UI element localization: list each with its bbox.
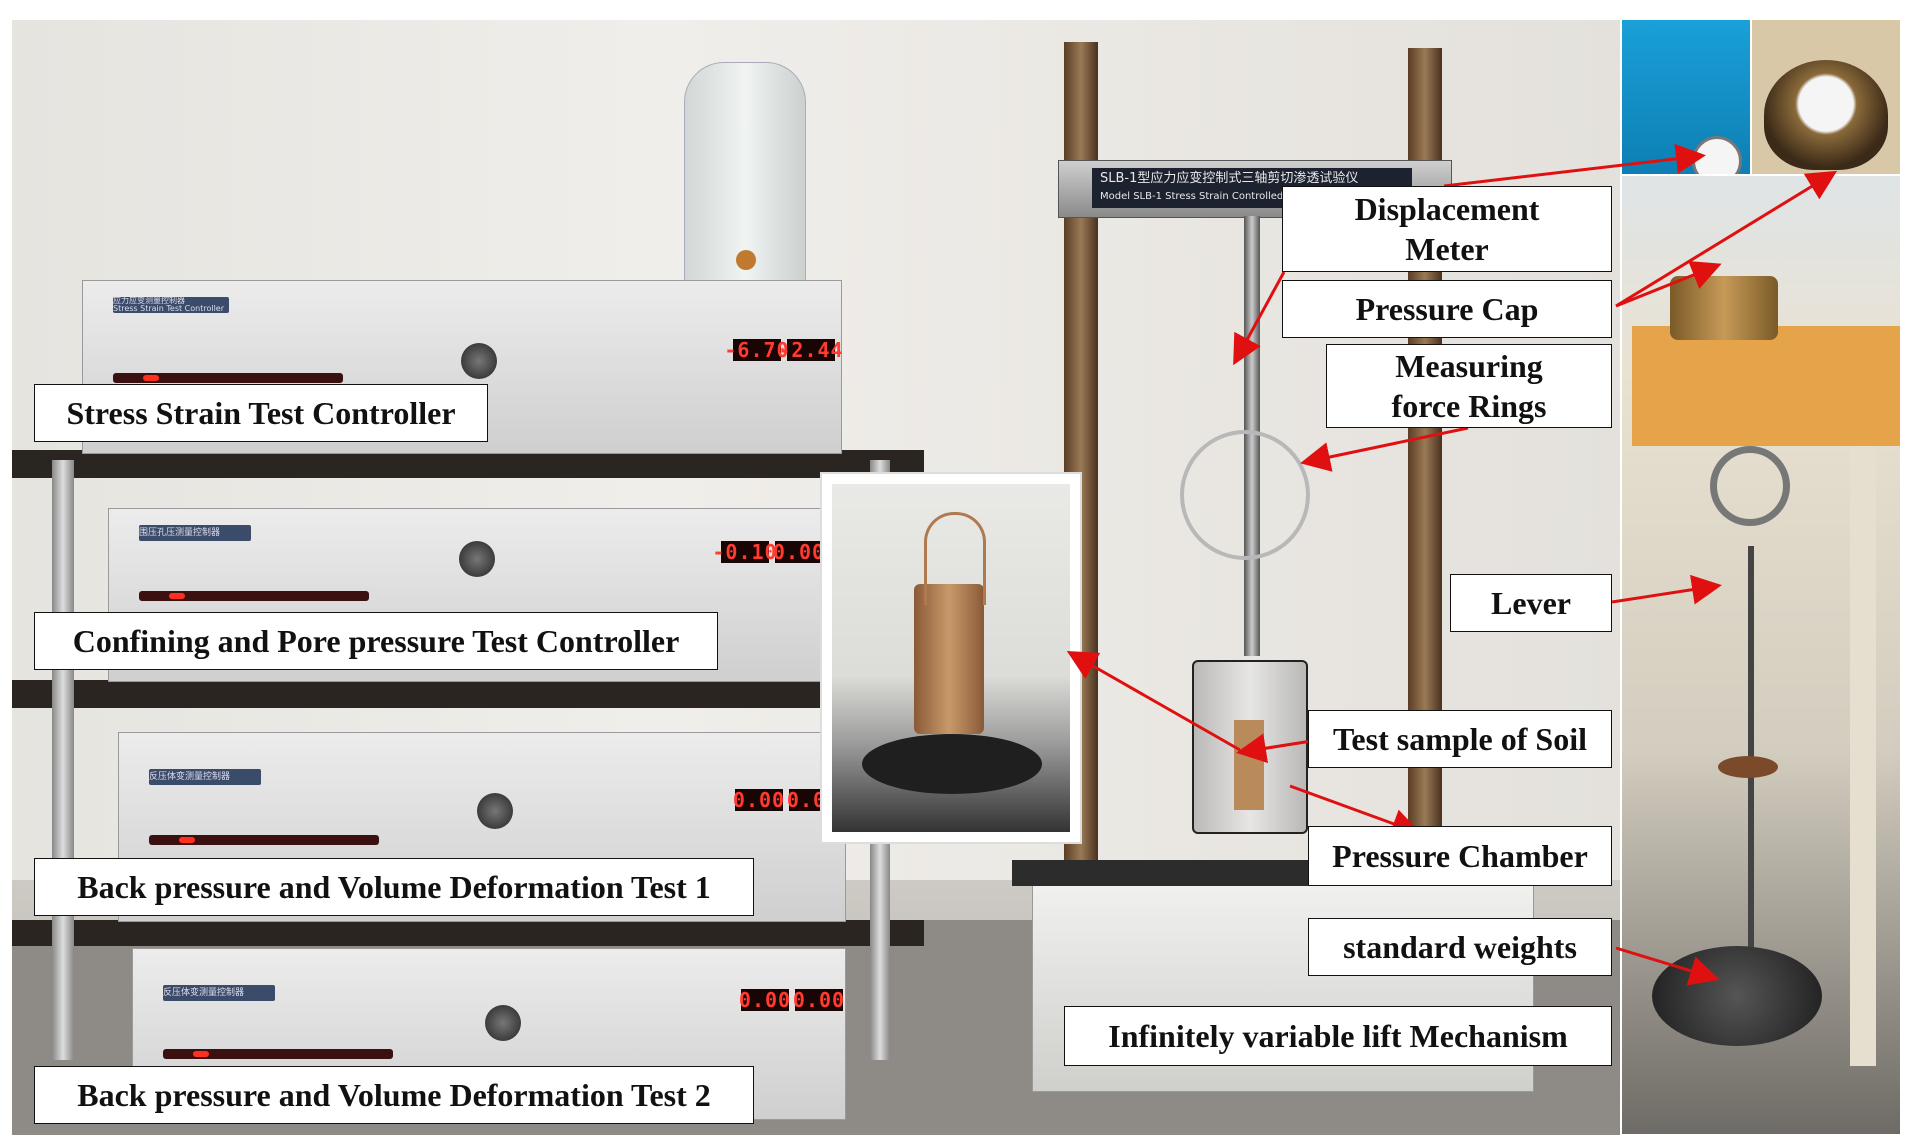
pressure-cap-photo (1752, 20, 1900, 174)
displacement-meter-photo (1622, 20, 1750, 174)
shelf-3 (12, 920, 924, 946)
label-stress-strain-controller: Stress Strain Test Controller (34, 384, 488, 442)
controller-4-display-b: 0.00 (792, 988, 846, 1012)
controller-2-plate: 围压孔压测量控制器 (139, 525, 251, 541)
controller-3-knob[interactable] (477, 793, 513, 829)
controller-3-display-a: 0.00 (732, 788, 786, 812)
controller-4-indicator (163, 1049, 393, 1059)
dial-gauge (1692, 136, 1742, 174)
bottle-cap (736, 250, 756, 270)
label-pressure-cap: Pressure Cap (1282, 280, 1612, 338)
controller-3-plate: 反压体变测量控制器 (149, 769, 261, 785)
frame-title: SLB-1型应力应变控制式三轴剪切渗透试验仪 (1100, 171, 1359, 186)
label-displacement-meter-line1: Displacement (1354, 191, 1540, 227)
controller-2-display-b: 0.00 (772, 540, 826, 564)
frame-subtitle: Model SLB-1 Stress Strain Controlled Tri… (1100, 191, 1332, 202)
label-test-sample-soil: Test sample of Soil (1308, 710, 1612, 768)
controller-1-display-a: -6.70 (724, 338, 790, 362)
controller-2-display-a: -0.10 (712, 540, 778, 564)
loading-table (1632, 326, 1900, 446)
label-measuring-rings-line2: force Rings (1391, 388, 1547, 424)
consolidation-cell (1670, 276, 1778, 340)
controller-1-plate: 应力应变测量控制器 Stress Strain Test Controller (113, 297, 229, 313)
sample-specimen (914, 584, 984, 734)
cap-ring (1764, 60, 1888, 170)
controller-1-display-b: -2.44 (778, 338, 844, 362)
controller-1-indicator (113, 373, 343, 383)
small-weight (1718, 756, 1778, 778)
handwheel (1710, 446, 1790, 526)
sample-inset-photo (820, 472, 1082, 844)
label-back-pressure-1: Back pressure and Volume Deformation Tes… (34, 858, 754, 916)
controller-4-plate: 反压体变测量控制器 (163, 985, 275, 1001)
controller-4-knob[interactable] (485, 1005, 521, 1041)
shelf-post-left (52, 460, 74, 1060)
sample-inset-image (832, 484, 1070, 832)
controller-3-indicator (149, 835, 379, 845)
label-measuring-force-rings: Measuring force Rings (1326, 344, 1612, 428)
shelf-2 (12, 680, 924, 708)
controller-4-display-a: 0.00 (738, 988, 792, 1012)
force-ring (1180, 430, 1310, 560)
label-lift-mechanism: Infinitely variable lift Mechanism (1064, 1006, 1612, 1066)
label-displacement-meter-line2: Meter (1405, 231, 1489, 267)
label-pressure-chamber: Pressure Chamber (1308, 826, 1612, 886)
label-displacement-meter: Displacement Meter (1282, 186, 1612, 272)
controller-1-knob[interactable] (461, 343, 497, 379)
label-lever: Lever (1450, 574, 1612, 632)
controller-2-indicator (139, 591, 369, 601)
lever-weights-photo (1622, 176, 1900, 1134)
label-confining-pore-controller: Confining and Pore pressure Test Control… (34, 612, 718, 670)
controller-2-knob[interactable] (459, 541, 495, 577)
soil-sample (1234, 720, 1264, 810)
hanger-rod (1748, 546, 1754, 1026)
weight-stack (1652, 946, 1822, 1046)
table-leg (1850, 446, 1876, 1066)
sample-base (862, 734, 1042, 794)
shelf-1 (12, 450, 924, 478)
label-standard-weights: standard weights (1308, 918, 1612, 976)
label-measuring-rings-line1: Measuring (1395, 348, 1543, 384)
label-back-pressure-2: Back pressure and Volume Deformation Tes… (34, 1066, 754, 1124)
sample-tube (924, 512, 986, 605)
